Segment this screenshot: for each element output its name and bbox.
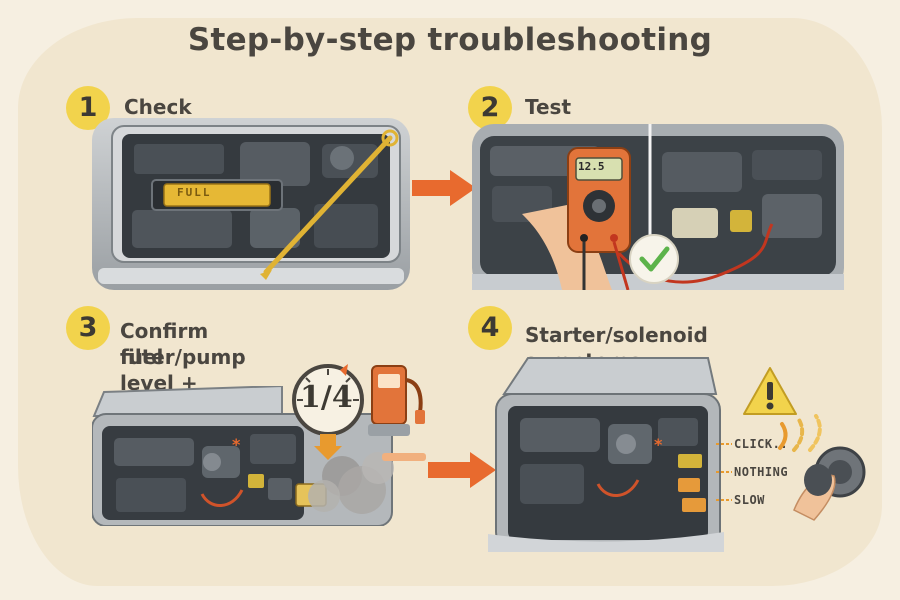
- arrow-right-icon: [428, 452, 496, 488]
- key-icon: [793, 446, 866, 521]
- step-3-label-line2: filter/pump: [120, 345, 246, 369]
- fuel-gauge-reading: 1/4: [300, 380, 353, 415]
- step-2-illustration: [472, 124, 844, 290]
- check-icon: [639, 246, 670, 272]
- svg-text:*: *: [232, 435, 241, 454]
- symptom-slow: SLOW: [734, 493, 765, 507]
- symptom-click: CLICK..: [734, 437, 789, 451]
- step-2-badge: 2: [468, 86, 512, 130]
- dipstick-full-text: FULL: [177, 186, 212, 199]
- symptom-nothing: NOTHING: [734, 465, 789, 479]
- multimeter-icon: [567, 147, 631, 290]
- symptom-pointers: [716, 443, 732, 501]
- fuel-pump-icon: [368, 365, 425, 436]
- step-1-illustration: [92, 118, 410, 290]
- fuel-gauge-icon: [292, 364, 364, 460]
- sound-waves-icon: [778, 414, 822, 452]
- fuel-line-icon: [382, 453, 426, 461]
- page-title: Step-by-step troubleshooting: [187, 22, 713, 58]
- warning-icon: [743, 367, 797, 415]
- arrow-right-icon: [412, 170, 476, 206]
- svg-text:*: *: [654, 435, 663, 454]
- multimeter-reading: 12.5: [578, 160, 605, 173]
- step-4-badge: 4: [468, 306, 512, 350]
- check-icon-bg: [629, 234, 679, 284]
- dipstick-icon: [263, 135, 393, 275]
- step-4-illustration: *: [488, 357, 724, 552]
- step-3-illustration: *: [92, 386, 394, 526]
- step-3-badge: 3: [66, 306, 110, 350]
